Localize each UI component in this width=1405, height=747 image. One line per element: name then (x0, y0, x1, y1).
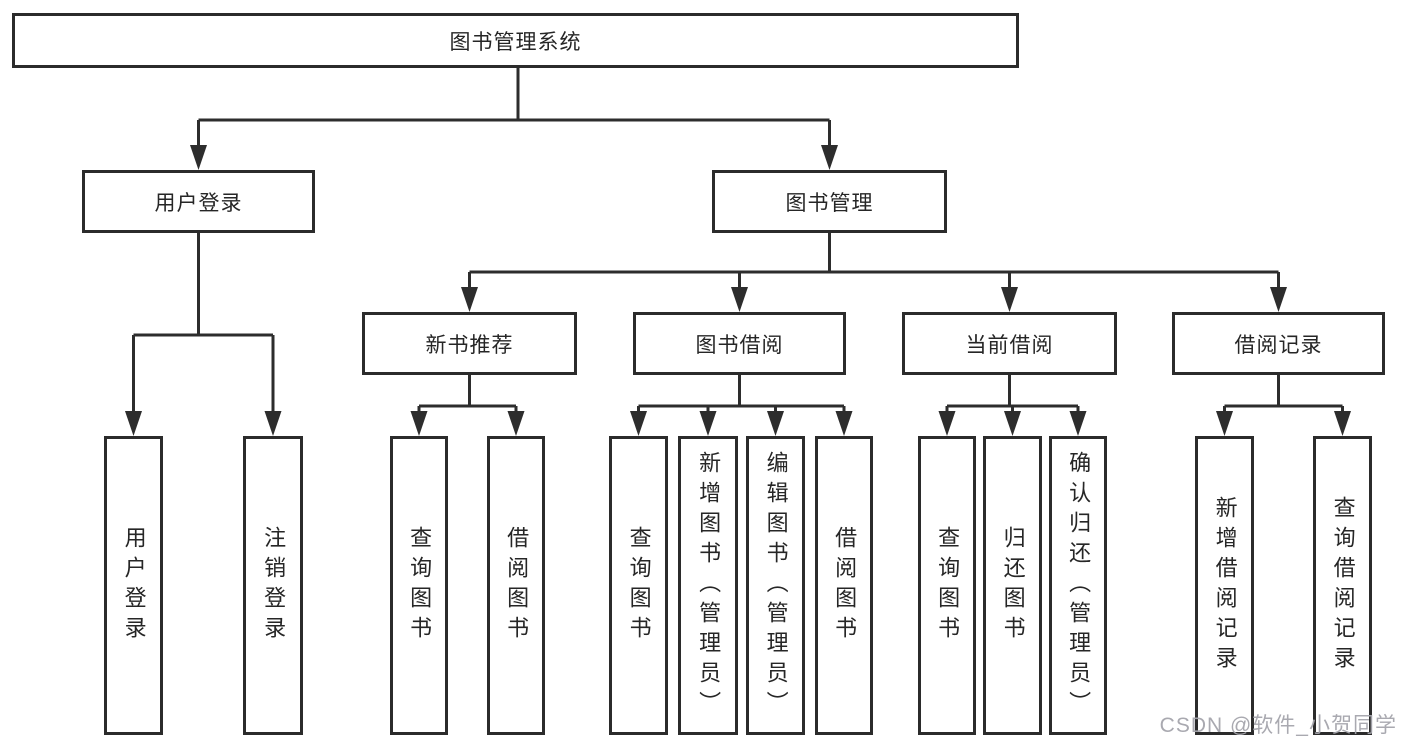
node-book-mgmt-label: 图书管理 (785, 191, 874, 215)
node-root: 图书管理系统 (12, 13, 1019, 68)
leaf-logout-label: 注销登录 (261, 525, 287, 646)
leaf-add-book-admin: 新增图书（管理员） (678, 436, 738, 735)
leaf-borrow-query-book-label: 查询图书 (626, 525, 652, 646)
leaf-rec-query-book: 查询图书 (390, 436, 448, 735)
node-new-book-rec-label: 新书推荐 (425, 333, 514, 357)
leaf-add-borrow-record-label: 新增借阅记录 (1212, 495, 1238, 676)
leaf-edit-book-admin: 编辑图书（管理员） (746, 436, 805, 735)
node-borrow-record: 借阅记录 (1172, 312, 1385, 375)
leaf-rec-borrow-book-label: 借阅图书 (504, 525, 530, 646)
leaf-confirm-return-admin: 确认归还（管理员） (1049, 436, 1107, 735)
node-current-borrow-label: 当前借阅 (965, 333, 1054, 357)
leaf-logout: 注销登录 (243, 436, 303, 735)
leaf-confirm-return-admin-label: 确认归还（管理员） (1066, 450, 1092, 721)
leaf-add-borrow-record: 新增借阅记录 (1195, 436, 1254, 735)
node-borrow-record-label: 借阅记录 (1234, 333, 1323, 357)
leaf-rec-query-book-label: 查询图书 (407, 525, 433, 646)
node-book-borrow-label: 图书借阅 (695, 333, 784, 357)
leaf-user-login: 用户登录 (104, 436, 163, 735)
leaf-edit-book-admin-label: 编辑图书（管理员） (763, 450, 789, 721)
leaf-borrow-query-book: 查询图书 (609, 436, 668, 735)
leaf-current-query-book-label: 查询图书 (935, 525, 961, 646)
leaf-rec-borrow-book: 借阅图书 (487, 436, 545, 735)
leaf-user-login-label: 用户登录 (121, 525, 147, 646)
leaf-query-borrow-record: 查询借阅记录 (1313, 436, 1372, 735)
csdn-watermark: CSDN @软件_小贺同学 (1159, 714, 1397, 737)
node-book-mgmt: 图书管理 (712, 170, 947, 233)
leaf-return-book: 归还图书 (983, 436, 1042, 735)
leaf-add-book-admin-label: 新增图书（管理员） (696, 450, 722, 721)
node-new-book-rec: 新书推荐 (362, 312, 577, 375)
node-user-login: 用户登录 (82, 170, 315, 233)
node-user-login-label: 用户登录 (154, 191, 243, 215)
leaf-borrow-book: 借阅图书 (815, 436, 873, 735)
leaf-current-query-book: 查询图书 (918, 436, 976, 735)
node-root-label: 图书管理系统 (449, 30, 582, 54)
node-current-borrow: 当前借阅 (902, 312, 1117, 375)
leaf-borrow-book-label: 借阅图书 (832, 525, 858, 646)
node-book-borrow: 图书借阅 (633, 312, 846, 375)
leaf-return-book-label: 归还图书 (1000, 525, 1026, 646)
leaf-query-borrow-record-label: 查询借阅记录 (1330, 495, 1356, 676)
